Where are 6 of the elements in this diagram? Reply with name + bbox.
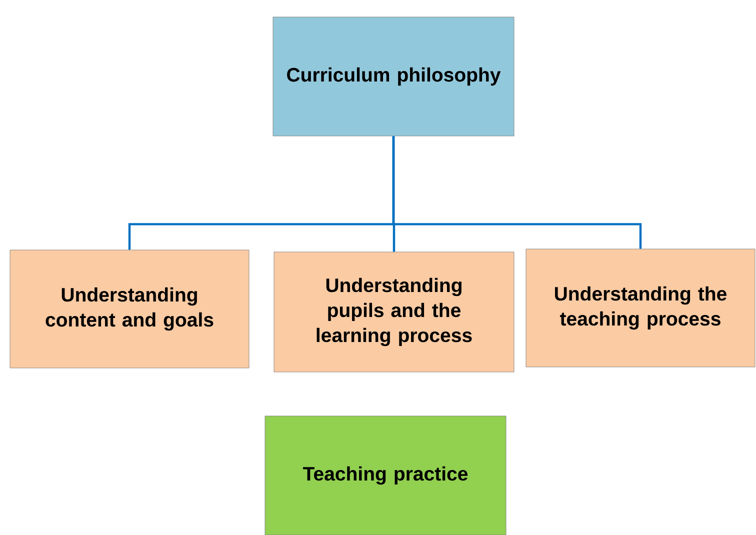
topic-box: Understanding pupils and the learning process <box>274 252 514 372</box>
connector-line <box>392 136 642 249</box>
topic-box: Understanding the teaching process <box>526 248 756 368</box>
heading-box: Curriculum philosophy <box>272 16 514 136</box>
practice-box: Teaching practice <box>264 416 506 535</box>
topic-box: Understanding content and goals <box>10 250 250 368</box>
